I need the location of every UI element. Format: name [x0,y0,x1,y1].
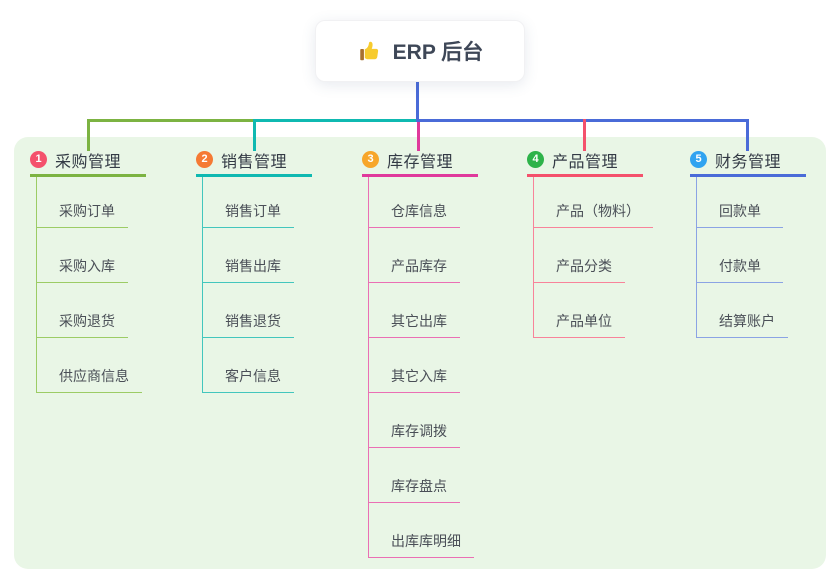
branch-purchase: 1 采购管理 采购订单 采购入库 采购退货 供应商信息 [30,148,170,393]
child-node[interactable]: 回款单 [697,177,783,228]
branch-inventory: 3 库存管理 仓库信息 产品库存 其它出库 其它入库 库存调拨 库存盘点 出库库… [362,148,502,558]
branch-purchase-header[interactable]: 1 采购管理 [30,148,170,171]
branch-sales-header[interactable]: 2 销售管理 [196,148,336,171]
child-node[interactable]: 采购入库 [37,228,128,283]
child-node[interactable]: 付款单 [697,228,783,283]
branch-number-badge: 4 [527,151,544,168]
branch-label: 采购管理 [55,153,122,171]
child-node[interactable]: 产品分类 [534,228,625,283]
branch-underline [196,174,312,177]
child-node[interactable]: 产品（物料） [534,177,653,228]
child-node[interactable]: 仓库信息 [369,177,460,228]
branch-number-badge: 5 [690,151,707,168]
root-label: ERP 后台 [392,41,484,64]
branch-sales: 2 销售管理 销售订单 销售出库 销售退货 客户信息 [196,148,336,393]
child-node[interactable]: 产品库存 [369,228,460,283]
child-node[interactable]: 产品单位 [534,283,625,338]
branch-children: 仓库信息 产品库存 其它出库 其它入库 库存调拨 库存盘点 出库库明细 [368,177,502,558]
drop-line-inventory [417,122,420,151]
branch-underline [690,174,806,177]
thumbs-up-icon [359,41,378,61]
branch-underline [527,174,643,177]
branch-children: 销售订单 销售出库 销售退货 客户信息 [202,177,336,393]
child-node[interactable]: 采购订单 [37,177,128,228]
connector-segment-teal [253,119,418,122]
child-node[interactable]: 库存盘点 [369,448,460,503]
drop-line-finance [746,119,749,151]
connector-segment-blue [416,119,749,122]
child-node[interactable]: 结算账户 [697,283,788,338]
child-node[interactable]: 采购退货 [37,283,128,338]
branch-label: 财务管理 [715,153,782,171]
branch-inventory-header[interactable]: 3 库存管理 [362,148,502,171]
child-node[interactable]: 其它出库 [369,283,460,338]
branches-panel [14,137,826,569]
connector-segment-green [87,119,256,122]
root-node[interactable]: ERP 后台 [315,20,525,82]
child-node[interactable]: 库存调拨 [369,393,460,448]
branch-label: 库存管理 [387,153,454,171]
branch-product: 4 产品管理 产品（物料） 产品分类 产品单位 [527,148,667,338]
root-stem-line [416,81,419,120]
branch-finance: 5 财务管理 回款单 付款单 结算账户 [690,148,830,338]
child-node[interactable]: 客户信息 [203,338,294,393]
branch-label: 销售管理 [221,153,288,171]
branch-label: 产品管理 [552,153,619,171]
branch-children: 产品（物料） 产品分类 产品单位 [533,177,667,338]
child-node[interactable]: 供应商信息 [37,338,142,393]
branch-number-badge: 1 [30,151,47,168]
drop-line-sales [253,119,256,151]
branch-children: 回款单 付款单 结算账户 [696,177,830,338]
branch-children: 采购订单 采购入库 采购退货 供应商信息 [36,177,170,393]
branch-number-badge: 2 [196,151,213,168]
branch-number-badge: 3 [362,151,379,168]
child-node[interactable]: 销售出库 [203,228,294,283]
branch-product-header[interactable]: 4 产品管理 [527,148,667,171]
child-node[interactable]: 销售退货 [203,283,294,338]
child-node[interactable]: 出库库明细 [369,503,474,558]
child-node[interactable]: 其它入库 [369,338,460,393]
drop-line-purchase [87,119,90,151]
branch-underline [362,174,478,177]
drop-line-product [583,119,586,151]
branch-underline [30,174,146,177]
child-node[interactable]: 销售订单 [203,177,294,228]
branch-finance-header[interactable]: 5 财务管理 [690,148,830,171]
